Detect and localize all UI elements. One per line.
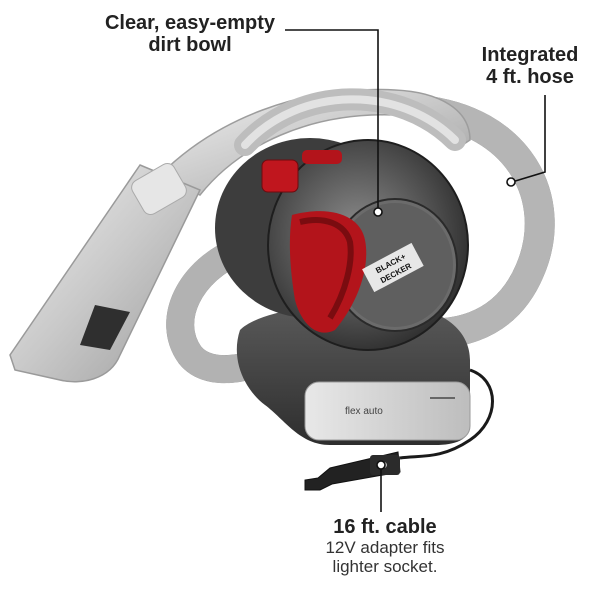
base-cap: [304, 381, 471, 441]
leader-hose: [511, 95, 546, 183]
callout-cable-line3: lighter socket.: [332, 557, 438, 577]
callout-cable: 16 ft. cable 12V adapter fits lighter so…: [300, 516, 470, 576]
callout-dirt-bowl: Clear, easy-empty dirt bowl: [80, 12, 300, 57]
leader-dirt-bowl: [285, 29, 379, 210]
release-button: [261, 159, 299, 193]
callout-hose-line1: Integrated: [481, 44, 579, 66]
crevice-tool: [9, 164, 202, 383]
callout-dirt-bowl-line2: dirt bowl: [148, 34, 232, 57]
brand-logo: BLACK+ DECKER: [362, 242, 424, 293]
callout-dirt-bowl-line1: Clear, easy-empty: [104, 12, 276, 34]
callout-hose: Integrated 4 ft. hose: [470, 44, 590, 89]
callout-cable-line2: 12V adapter fits: [325, 538, 445, 558]
power-cable: [399, 368, 494, 460]
callout-hose-line2: 4 ft. hose: [486, 66, 574, 89]
callout-cable-line1: 16 ft. cable: [333, 516, 437, 538]
base-label: flex auto: [345, 406, 383, 417]
